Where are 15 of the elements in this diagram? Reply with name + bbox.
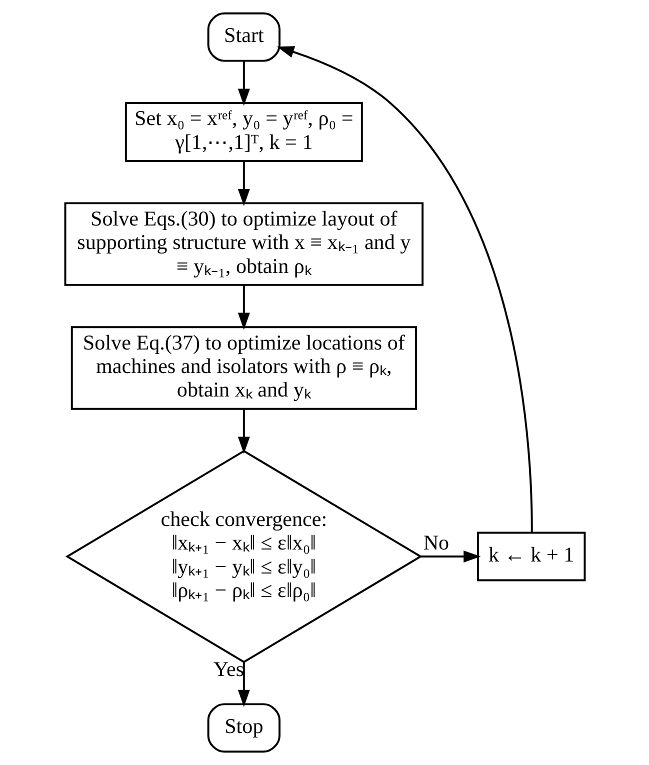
arrow xyxy=(237,61,250,106)
node-box: Start xyxy=(206,12,280,62)
node-box: k ← k + 1 xyxy=(476,532,586,582)
node-box: Solve Eqs.(30) to optimize layout of supporting structure with x ≡ xₖ₋₁ and y ≡ yₖ₋₁, obtain ρₖ xyxy=(64,202,424,286)
arrow xyxy=(237,162,250,206)
arrow xyxy=(420,550,480,563)
arrow xyxy=(237,409,250,454)
node-box: Set x₀ = xʳᵉᶠ, y₀ = yʳᵉᶠ, ρ₀ = γ[1,⋯,1]ᵀ, k = 1 xyxy=(124,102,362,162)
arrow xyxy=(237,662,250,707)
node-box: Solve Eq.(37) to optimize locations of machines and isolators with ρ ≡ ρₖ, obtain xₖ and yₖ xyxy=(70,326,416,410)
node-box: Stop xyxy=(206,703,280,753)
arrow xyxy=(237,285,250,330)
edge-label: No xyxy=(422,530,449,555)
arrow xyxy=(276,46,532,533)
node-diamond: check convergence: ‖xₖ₊₁ − xₖ‖ ≤ ε‖x₀‖ ‖yₖ₊₁ − yₖ‖ ≤ ε‖y₀‖ ‖ρₖ₊₁ − ρₖ‖ ≤ ε‖ρ₀‖ xyxy=(64,450,422,664)
